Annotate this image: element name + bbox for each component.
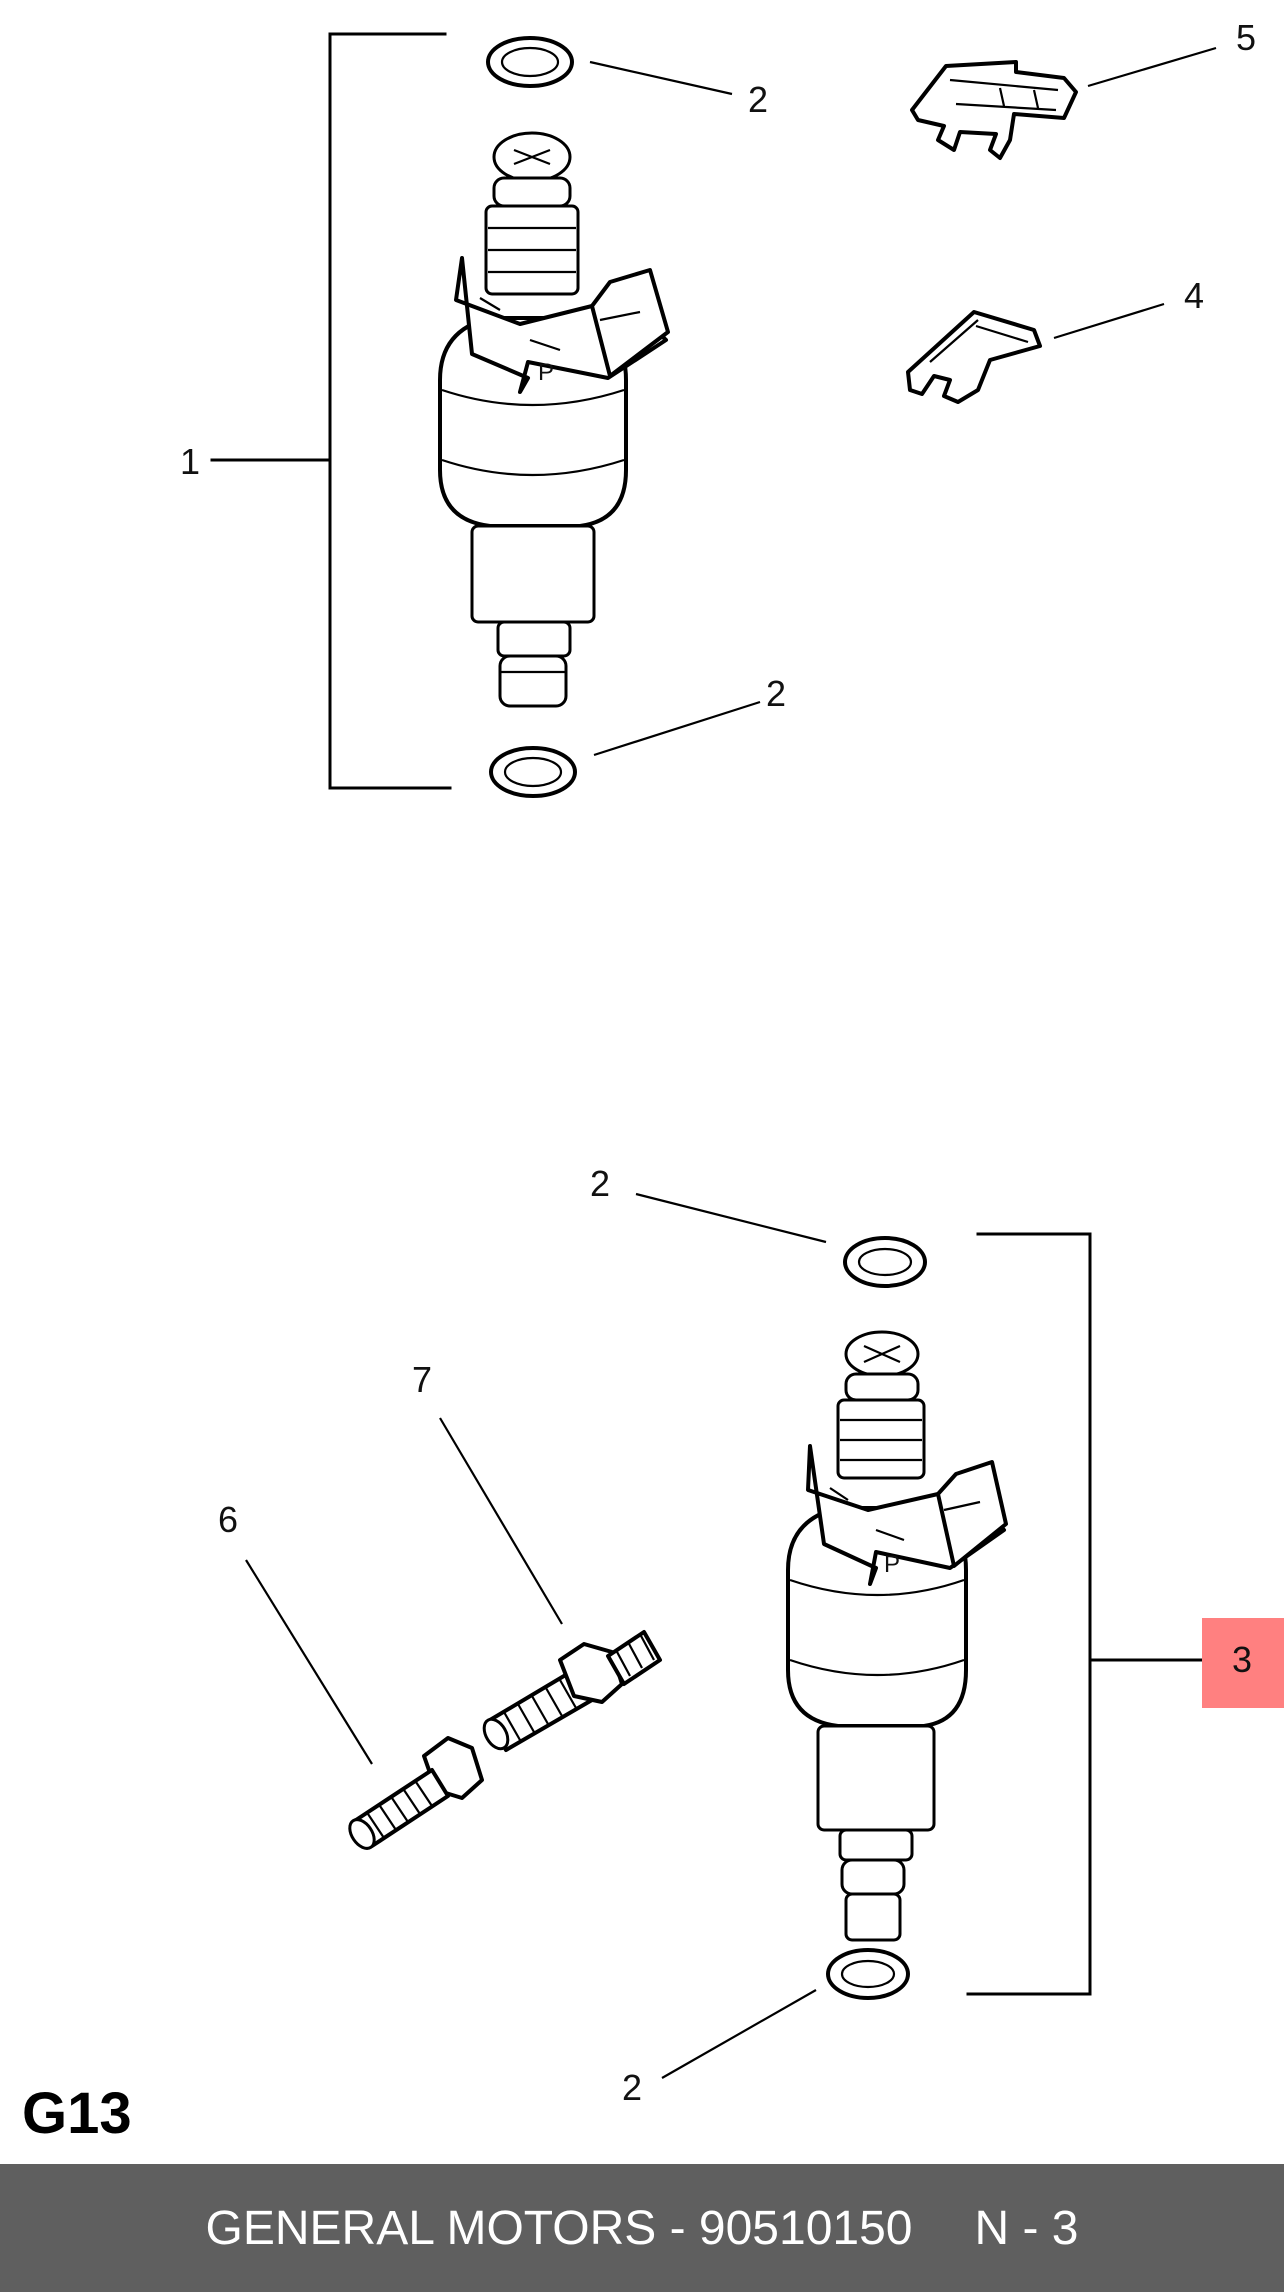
callout-3-highlight bbox=[1202, 1618, 1284, 1708]
injector-assembly-bottom: P bbox=[635, 1192, 1212, 2079]
callout-2-top: 2 bbox=[748, 79, 768, 120]
svg-text:P: P bbox=[884, 1551, 900, 1578]
footer-part-number: GENERAL MOTORS - 90510150 bbox=[205, 2201, 913, 2255]
stud-7 bbox=[439, 1417, 662, 1752]
callout-3: 3 bbox=[1232, 1639, 1252, 1680]
injector-assembly-top: P bbox=[210, 32, 761, 798]
footer-bar: GENERAL MOTORS - 90510150 N - 3 bbox=[0, 2164, 1284, 2292]
retainer-clip-5 bbox=[910, 46, 1217, 160]
callout-2-bottom: 2 bbox=[622, 2067, 642, 2108]
footer-page-ref: N - 3 bbox=[974, 2201, 1079, 2255]
callout-1: 1 bbox=[180, 441, 200, 482]
callout-7: 7 bbox=[412, 1359, 432, 1400]
svg-text:P: P bbox=[538, 359, 554, 386]
diagram-code: G13 bbox=[22, 2081, 132, 2146]
callout-2-upper-bottom: 2 bbox=[766, 673, 786, 714]
callout-2-lower-top: 2 bbox=[590, 1163, 610, 1204]
retainer-clip-4 bbox=[906, 302, 1165, 404]
callout-4: 4 bbox=[1184, 275, 1204, 316]
callout-6: 6 bbox=[218, 1499, 238, 1540]
bolt-6 bbox=[245, 1559, 484, 1850]
callout-5: 5 bbox=[1236, 17, 1256, 58]
